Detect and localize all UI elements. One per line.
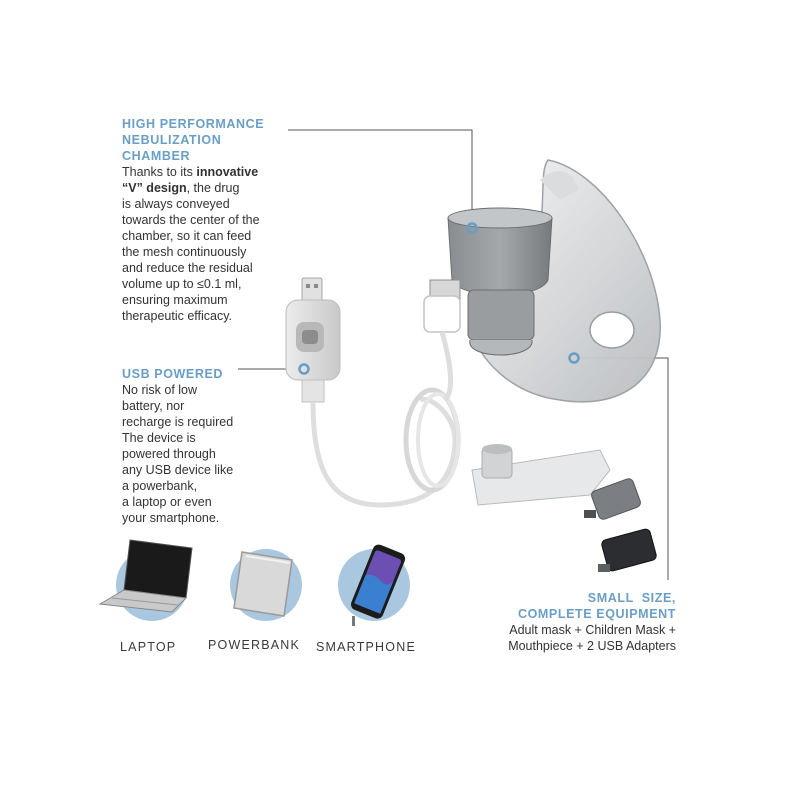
- chamber-desc-line: and reduce the residual: [122, 261, 253, 275]
- chamber-description: Thanks to its innovative “V” design, the…: [122, 164, 260, 324]
- chamber-desc-line: “V” design, the drug: [122, 180, 260, 196]
- chamber-desc-post: , the drug: [186, 181, 240, 195]
- equipment-description: Adult mask + Children Mask + Mouthpiece …: [470, 622, 676, 654]
- chamber-desc-line: towards the center of the: [122, 213, 260, 227]
- chamber-desc-line: Thanks to its innovative: [122, 164, 260, 180]
- equipment-heading-line: COMPLETE EQUIPMENT: [517, 607, 676, 621]
- usb-heading: USB POWERED: [122, 367, 224, 381]
- usb-cable: [285, 277, 461, 508]
- mouthpiece: [471, 444, 611, 506]
- usb-callout-dot: [298, 363, 310, 375]
- usb-desc-line: No risk of low: [122, 383, 198, 397]
- usb-adapter-1: [584, 478, 641, 520]
- chamber-heading-line: NEBULIZATION: [122, 133, 222, 147]
- chamber-desc-line: the mesh continuously: [122, 245, 247, 259]
- chamber-desc-line: volume up to ≤0.1 ml,: [122, 277, 242, 291]
- chamber-desc-bold-2: “V” design: [122, 181, 187, 195]
- device-caption-powerbank: POWERBANK: [208, 638, 301, 652]
- chamber-desc-line: ensuring maximum: [122, 293, 228, 307]
- chamber-callout-dot: [466, 222, 478, 234]
- usb-desc-line: battery, nor: [122, 399, 185, 413]
- equipment-heading-line: SMALL SIZE,: [587, 591, 676, 605]
- chamber-desc-pre: Thanks to its: [122, 165, 197, 179]
- chamber-heading: HIGH PERFORMANCE NEBULIZATION CHAMBER: [122, 116, 264, 164]
- chamber-desc-line: is always conveyed: [122, 197, 230, 211]
- usb-desc-line: any USB device like: [122, 463, 234, 477]
- chamber-heading-line: CHAMBER: [122, 149, 191, 163]
- equipment-callout-dot: [568, 352, 580, 364]
- device-caption-smartphone: SMARTPHONE: [316, 640, 416, 654]
- chamber-desc-line: therapeutic efficacy.: [122, 309, 233, 323]
- usb-desc-line: The device is: [122, 431, 196, 445]
- usb-description: No risk of low battery, nor recharge is …: [122, 382, 233, 526]
- usb-desc-line: powered through: [122, 447, 216, 461]
- chamber-callout-line: [288, 129, 473, 228]
- equipment-desc-line: Mouthpiece + 2 USB Adapters: [508, 639, 676, 653]
- usb-desc-line: a laptop or even: [122, 495, 212, 509]
- chamber-desc-bold-1: innovative: [196, 165, 259, 179]
- usb-desc-line: a powerbank,: [122, 479, 198, 493]
- chamber-desc-line: chamber, so it can feed: [122, 229, 252, 243]
- powerbank-icon: [230, 549, 302, 621]
- usb-adapter-2: [598, 528, 657, 572]
- usb-desc-line: recharge is required: [122, 415, 234, 429]
- equipment-desc-line: Adult mask + Children Mask +: [509, 623, 676, 637]
- smartphone-icon: [338, 544, 410, 626]
- usb-desc-line: your smartphone.: [122, 511, 220, 525]
- laptop-icon: [98, 539, 193, 621]
- equipment-heading: SMALL SIZE, COMPLETE EQUIPMENT: [470, 590, 676, 622]
- chamber-heading-line: HIGH PERFORMANCE: [122, 117, 265, 131]
- device-caption-laptop: LAPTOP: [120, 640, 177, 654]
